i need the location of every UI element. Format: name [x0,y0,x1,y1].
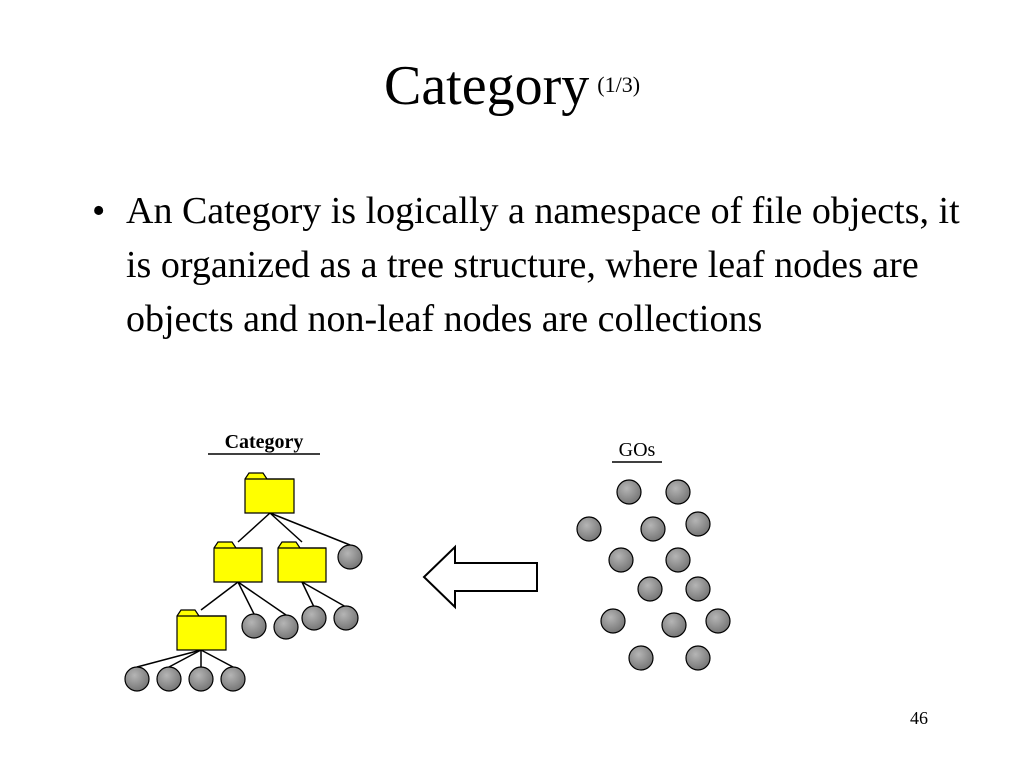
bullet-text: An Category is logically a namespace of … [126,190,960,340]
bullet-point: • An Category is logically a namespace o… [92,184,972,346]
object-node-icon [685,645,711,671]
tree-edges [136,512,351,668]
object-node-icon [608,547,634,573]
object-node-icon [661,612,687,638]
object-node-icon [705,608,731,634]
object-node-icon [685,576,711,602]
folder-icon [277,541,327,583]
folder-icon [176,609,227,651]
left-arrow-icon [422,544,538,610]
object-node-icon [600,608,626,634]
object-node-icon [124,666,150,692]
object-node-icon [628,645,654,671]
object-node-icon [273,614,299,640]
title-text: Category [383,55,590,117]
object-node-icon [220,666,246,692]
slide-title: Category (1/3) [0,58,1024,114]
object-node-icon [301,605,327,631]
object-node-icon [637,576,663,602]
title-suffix: (1/3) [597,72,641,97]
go-objects [576,479,731,671]
object-node-icon [665,479,691,505]
object-node-icon [576,516,602,542]
object-node-icon [241,613,267,639]
folder-icon [213,541,263,583]
object-node-icon [156,666,182,692]
object-node-icon [333,605,359,631]
bullet-marker: • [92,190,106,232]
page-number: 46 [910,708,928,728]
category-label: Category [225,431,304,453]
tree-objects [124,544,363,692]
object-node-icon [665,547,691,573]
gos-label: GOs [619,439,656,461]
object-node-icon [640,516,666,542]
object-node-icon [616,479,642,505]
object-node-icon [337,544,363,570]
object-node-icon [685,511,711,537]
folder-icon [244,472,295,514]
object-node-icon [188,666,214,692]
